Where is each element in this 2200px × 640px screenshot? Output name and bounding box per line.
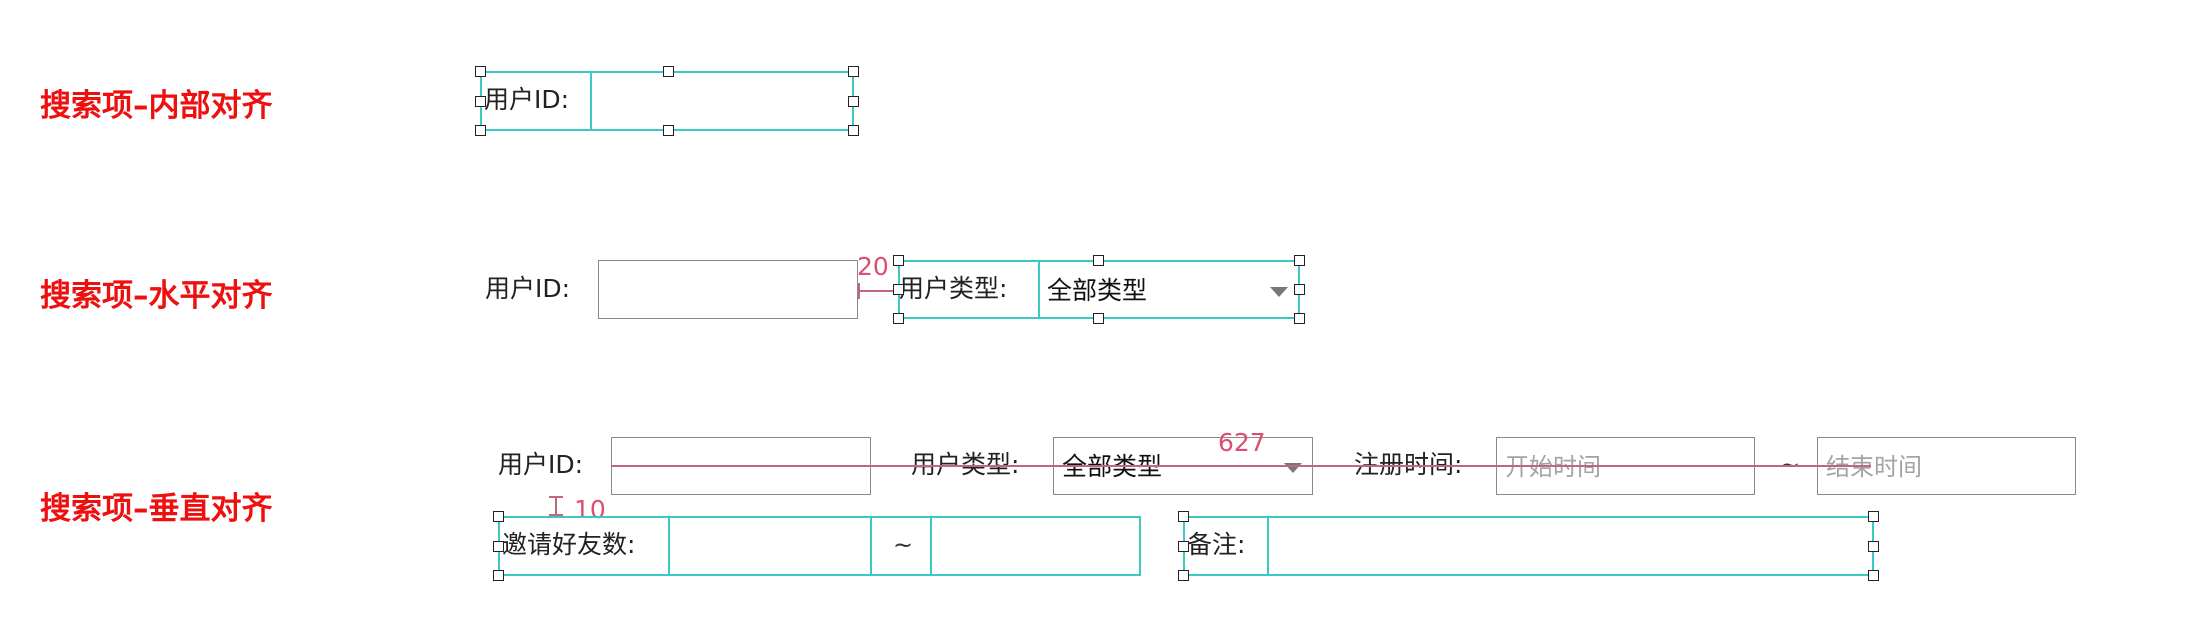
v-end-time-placeholder: 结束时间 [1826, 453, 1922, 481]
row-width-measure-line [611, 465, 1871, 467]
selection-handle[interactable] [1868, 541, 1879, 552]
selection-handle[interactable] [493, 570, 504, 581]
selection-handle[interactable] [848, 66, 859, 77]
selection-handle[interactable] [1178, 570, 1189, 581]
selection-handle[interactable] [1178, 541, 1189, 552]
inner-user-id-label: 用户ID: [484, 85, 570, 114]
section-title-horizontal: 搜索项–水平对齐 [40, 278, 273, 314]
v-remark-label: 备注: [1187, 530, 1246, 559]
selection-handle[interactable] [475, 96, 486, 107]
selection-handle[interactable] [1178, 511, 1189, 522]
gap-measure-line [858, 290, 898, 292]
selection-handle[interactable] [663, 66, 674, 77]
v-invite-max-input[interactable] [930, 516, 1141, 576]
h-user-id-input[interactable] [598, 260, 858, 319]
chevron-down-icon[interactable] [1270, 287, 1288, 297]
vertical-gap-tick [549, 514, 563, 516]
selection-handle[interactable] [663, 125, 674, 136]
selection-handle[interactable] [893, 255, 904, 266]
v-user-type-label: 用户类型: [911, 450, 1020, 479]
vertical-gap-tick [549, 496, 563, 498]
selection-handle[interactable] [1294, 255, 1305, 266]
v-invite-min-input[interactable] [668, 516, 872, 576]
section-title-inner: 搜索项–内部对齐 [40, 88, 273, 124]
vertical-gap-line [555, 496, 557, 516]
v-invite-label: 邀请好友数: [502, 530, 636, 559]
selection-handle[interactable] [1868, 570, 1879, 581]
chevron-down-icon[interactable] [1284, 463, 1302, 473]
selection-handle[interactable] [1093, 313, 1104, 324]
row-width-value: 627 [1218, 428, 1266, 457]
selection-handle[interactable] [1868, 511, 1879, 522]
h-user-id-label: 用户ID: [485, 274, 571, 303]
selection-handle[interactable] [493, 511, 504, 522]
selection-handle[interactable] [1093, 255, 1104, 266]
selection-handle[interactable] [475, 66, 486, 77]
vertical-gap-value: 10 [574, 495, 606, 524]
v-remark-input[interactable] [1267, 516, 1874, 576]
v-invite-range-separator: ~ [893, 531, 914, 559]
v-user-type-value: 全部类型 [1062, 452, 1163, 481]
selection-handle[interactable] [848, 125, 859, 136]
h-user-type-value: 全部类型 [1047, 276, 1148, 305]
selection-handle[interactable] [1294, 284, 1305, 295]
selection-handle[interactable] [893, 284, 904, 295]
h-user-type-label: 用户类型: [899, 274, 1008, 303]
selection-handle[interactable] [848, 96, 859, 107]
v-user-id-label: 用户ID: [498, 450, 584, 479]
selection-handle[interactable] [1294, 313, 1305, 324]
section-title-vertical: 搜索项–垂直对齐 [40, 491, 273, 527]
selection-handle[interactable] [893, 313, 904, 324]
inner-user-id-input[interactable] [590, 71, 854, 131]
horizontal-gap-value: 20 [857, 252, 889, 281]
selection-handle[interactable] [475, 125, 486, 136]
v-register-time-label: 注册时间: [1354, 450, 1463, 479]
selection-handle[interactable] [493, 541, 504, 552]
v-start-time-placeholder: 开始时间 [1505, 453, 1601, 481]
gap-measure-tick [858, 283, 860, 299]
